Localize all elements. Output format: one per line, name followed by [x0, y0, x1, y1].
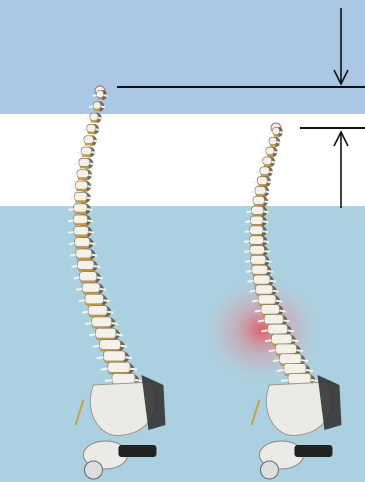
- spine-normal-icon: [68, 86, 165, 479]
